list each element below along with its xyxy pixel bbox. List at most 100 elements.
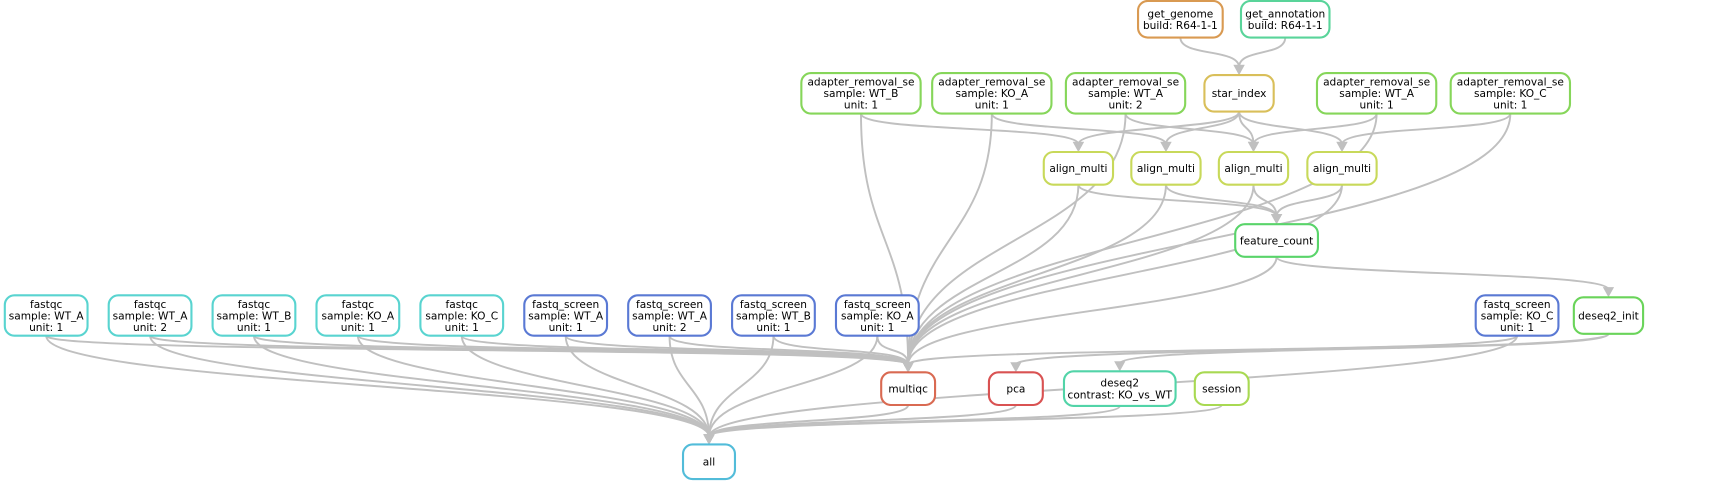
node-label: sample: KO_A (841, 310, 914, 322)
node-label: unit: 1 (756, 322, 790, 334)
arrowhead-ar_WT_B-to-am1 (1072, 141, 1085, 153)
node-label: build: R64-1-1 (1248, 20, 1323, 32)
node-box (1572, 296, 1645, 335)
node-label: feature_count (1240, 235, 1313, 247)
node-label: adapter_removal_se (938, 77, 1045, 89)
edge-deseq2_init-to-deseq2 (1118, 332, 1610, 365)
node-label: align_multi (1224, 163, 1282, 175)
node-label: sample: WT_A (528, 310, 604, 322)
node-box (1234, 223, 1319, 258)
node-label: sample: KO_A (322, 310, 395, 322)
node-box (627, 294, 712, 337)
edge-get_annotation-to-star_index (1238, 37, 1287, 68)
node-label: sample: WT_B (217, 310, 292, 322)
node-pca[interactable]: pca (987, 371, 1044, 407)
node-deseq2_init[interactable]: deseq2_init (1572, 296, 1645, 335)
arrowhead-session-to-all (703, 434, 715, 445)
node-box (1203, 73, 1275, 113)
node-label: fastqc (342, 299, 375, 311)
arrowhead-ar_KO_A-to-am2 (1160, 141, 1172, 153)
node-star_index[interactable]: star_index (1203, 73, 1275, 113)
node-label: unit: 1 (29, 322, 63, 334)
node-label: all (703, 457, 715, 469)
edge-fs_WT_A1-to-multiqc (564, 334, 910, 366)
node-box (731, 294, 816, 337)
edge-session-to-all (708, 404, 1223, 438)
node-box (1042, 150, 1115, 186)
edge-ar_KO_C-to-am4 (1341, 113, 1512, 145)
node-label: unit: 1 (1493, 100, 1527, 112)
node-box (3, 294, 89, 337)
edges-layer (45, 37, 1615, 445)
node-box (1136, 0, 1224, 39)
node-multiqc[interactable]: multiqc (880, 371, 937, 407)
node-am1[interactable]: align_multi (1042, 150, 1115, 186)
node-am2[interactable]: align_multi (1130, 150, 1202, 186)
edge-star_index-to-am3 (1238, 111, 1255, 145)
node-label: adapter_removal_se (1457, 77, 1564, 89)
node-box (800, 72, 922, 115)
edge-fs_KO_A-to-all (708, 335, 879, 437)
node-box (1193, 371, 1250, 407)
arrowhead-deseq2_init-to-pca (1010, 362, 1022, 373)
node-label: contrast: KO_vs_WT (1068, 389, 1173, 401)
edge-feature_count-to-multiqc (907, 256, 1278, 365)
node-label: fastq_screen (636, 299, 703, 311)
edge-fq_WT_A1-to-all (45, 335, 710, 438)
arrowhead-fs_KO_C-to-multiqc (902, 362, 914, 373)
edge-ar_KO_C-to-multiqc (907, 113, 1512, 365)
edge-fq_WT_A2-to-all (149, 335, 710, 437)
edge-am3-to-multiqc (907, 184, 1255, 365)
node-label: sample: WT_A (632, 310, 708, 322)
edge-ar_WT_A2-to-am3 (1124, 113, 1255, 145)
edge-star_index-to-am1 (1077, 111, 1241, 145)
node-label: build: R64-1-1 (1143, 20, 1218, 32)
node-box (1306, 150, 1378, 186)
node-box (1062, 370, 1177, 408)
node-am4[interactable]: align_multi (1306, 150, 1378, 186)
node-label: fastqc (30, 299, 63, 311)
node-am3[interactable]: align_multi (1217, 150, 1290, 186)
edge-multiqc-to-all (708, 404, 910, 438)
node-label: sample: KO_C (1474, 88, 1547, 100)
node-label: sample: KO_C (1481, 310, 1554, 322)
node-label: sample: KO_A (956, 88, 1029, 100)
node-label: session (1202, 383, 1241, 395)
node-all[interactable]: all (681, 443, 737, 481)
node-label: fastqc (238, 299, 271, 311)
node-label: unit: 1 (1500, 322, 1534, 334)
arrowhead-ar_WT_A1-to-am3 (1247, 141, 1260, 153)
node-label: get_genome (1147, 8, 1213, 20)
node-feature_count[interactable]: feature_count (1234, 223, 1319, 258)
edge-fs_WT_A2-to-multiqc (668, 334, 910, 366)
node-box (987, 371, 1044, 407)
node-box (315, 294, 401, 337)
node-box (1239, 0, 1331, 39)
node-box (931, 72, 1053, 115)
node-label: align_multi (1049, 163, 1107, 175)
node-session[interactable]: session (1193, 371, 1250, 407)
node-label: align_multi (1137, 163, 1195, 175)
edge-am4-to-multiqc (907, 184, 1343, 365)
node-label: fastq_screen (844, 299, 911, 311)
